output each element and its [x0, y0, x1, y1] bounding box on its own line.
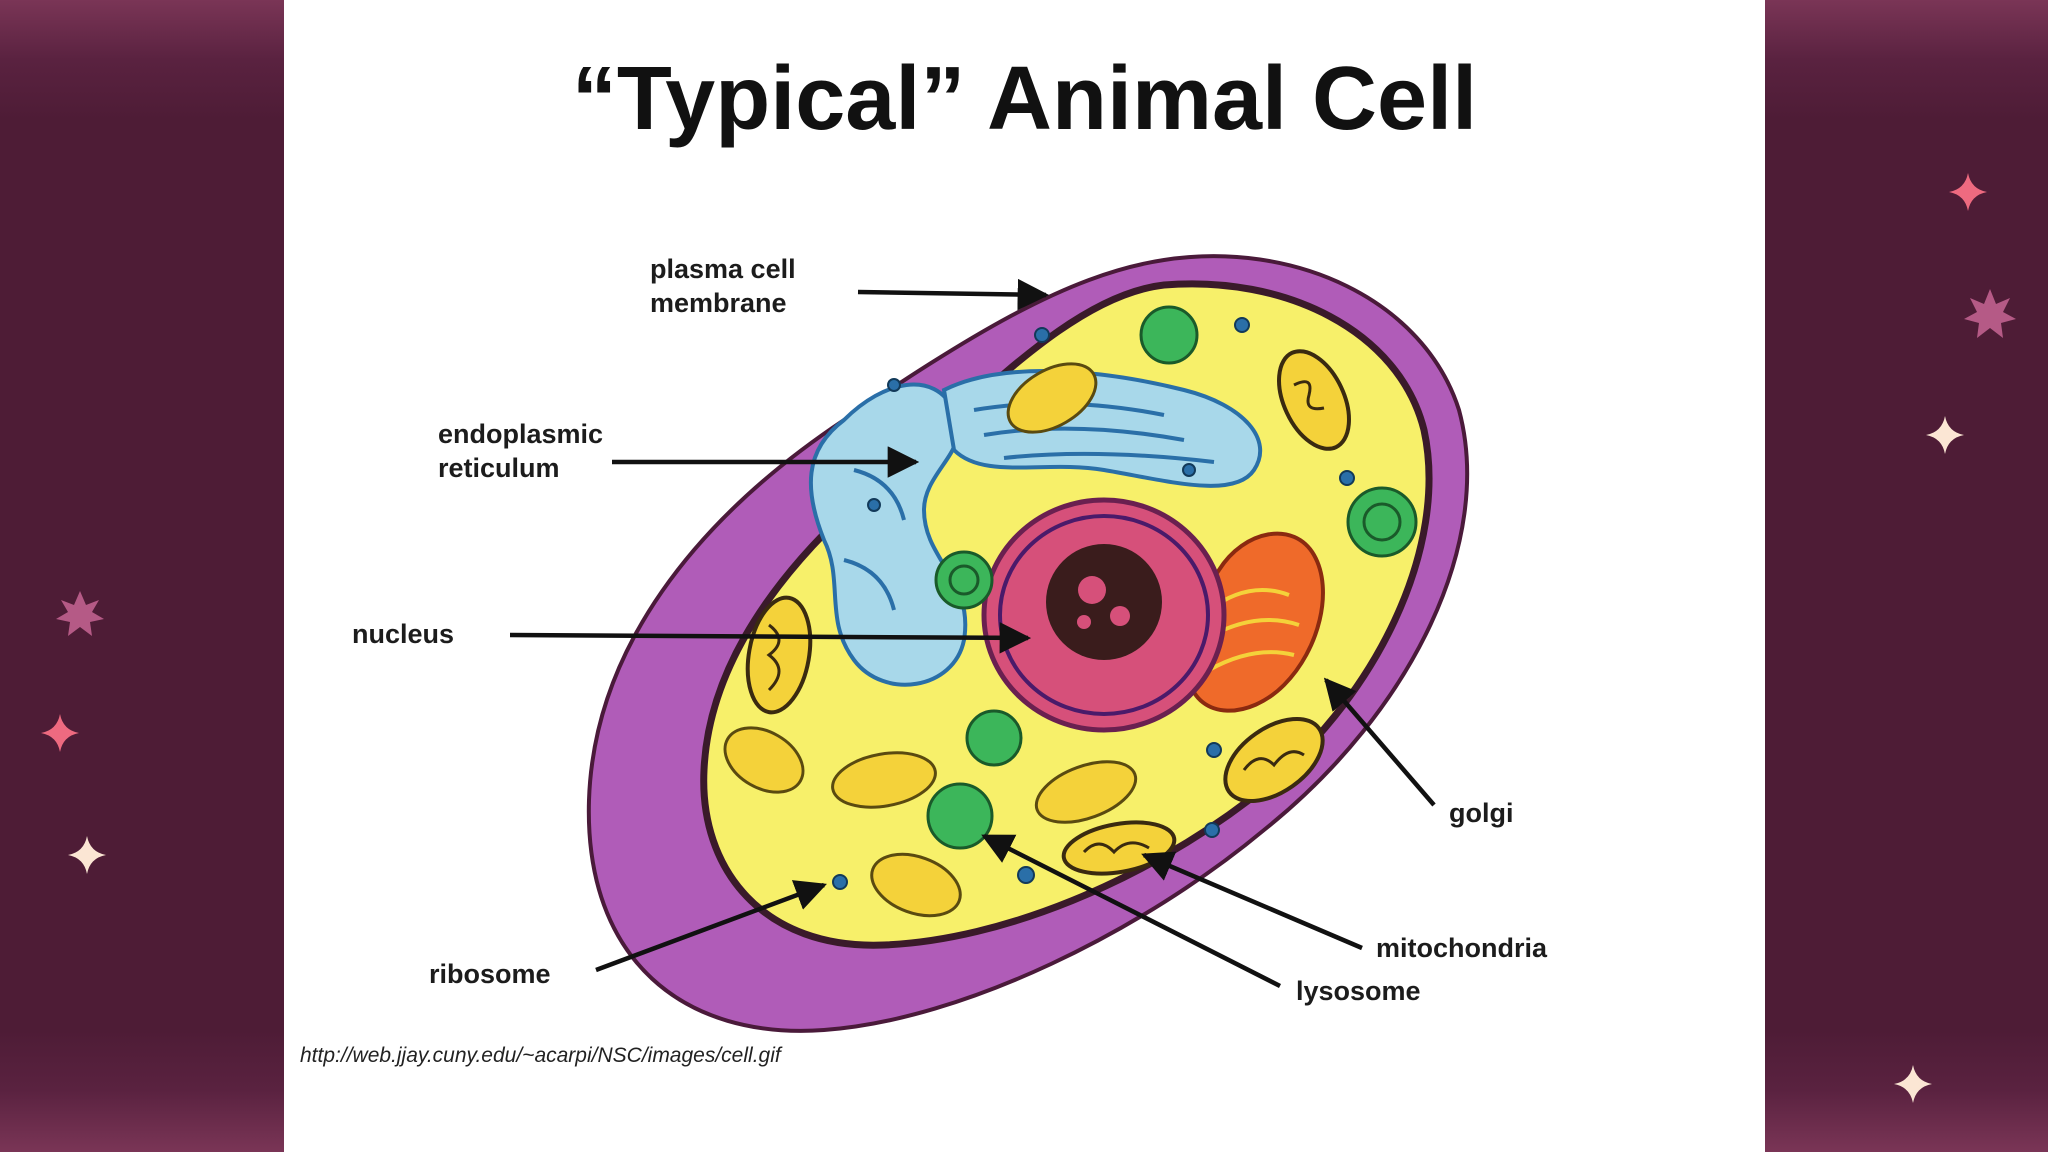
leader-arrows: [509, 278, 1436, 989]
mitochondrion: [1277, 349, 1351, 451]
sparkle-icon: [41, 714, 79, 752]
sparkle-icon: [68, 836, 106, 874]
source-credit: http://web.jjay.cuny.edu/~acarpi/NSC/ima…: [300, 1044, 781, 1067]
arrow-ribosome: [595, 880, 827, 973]
arrow-mitochondria: [1141, 851, 1363, 951]
label-mitochondria: mitochondria: [1376, 933, 1548, 963]
slide: “Typical” Animal Cell: [284, 0, 1765, 1152]
slide-title: “Typical” Animal Cell: [571, 49, 1478, 149]
sparkle-icon: [1949, 173, 1987, 211]
label-lysosome: lysosome: [1296, 976, 1421, 1006]
arrow-lysosome: [981, 833, 1282, 989]
right-decorative-panel: [1765, 0, 2048, 1152]
sparkle-icon: [1926, 416, 1964, 454]
lysosomes: [926, 305, 1418, 850]
arrow-plasma-membrane: [857, 278, 1050, 311]
label-plasma-membrane-line1: plasma cell: [650, 254, 796, 284]
vesicles: [723, 362, 1138, 918]
arrow-nucleus: [509, 622, 1032, 654]
label-golgi: golgi: [1449, 798, 1513, 828]
nucleolus: [1046, 544, 1162, 660]
mitochondrion: [1223, 716, 1325, 804]
ribosomes: [832, 317, 1355, 890]
sparkle-icon: [1894, 1065, 1932, 1103]
arrow-golgi: [1323, 677, 1436, 807]
left-decorative-panel: [0, 0, 284, 1152]
label-plasma-membrane-line2: membrane: [650, 288, 787, 318]
star-burst-icon: [1964, 289, 2016, 338]
star-burst-icon: [56, 591, 104, 636]
label-er-line2: reticulum: [438, 453, 560, 483]
label-er-line1: endoplasmic: [438, 419, 603, 449]
nucleus: [981, 497, 1227, 733]
mitochondrion: [745, 595, 813, 715]
label-ribosome: ribosome: [429, 959, 551, 989]
animal-cell-diagram: plasma cell membrane endoplasmic reticul…: [352, 254, 1548, 1033]
label-nucleus: nucleus: [352, 619, 454, 649]
